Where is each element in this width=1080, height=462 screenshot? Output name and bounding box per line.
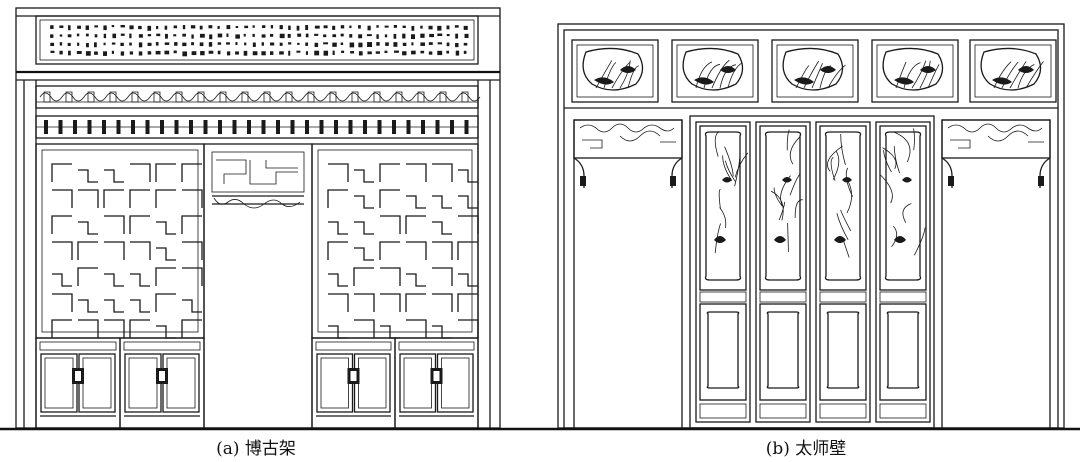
cabinets [35, 337, 479, 429]
lattice-left [35, 143, 205, 339]
lattice-right [311, 143, 479, 339]
caption-taishi-wall: (b) 太师壁 [765, 439, 847, 459]
taishi-wall-drawing [557, 23, 1065, 429]
doorway-opening [203, 143, 313, 429]
screen-doors [695, 121, 931, 423]
caption-bogu-shelf: (a) 博古架 [216, 439, 296, 459]
bogu-shelf-drawing [15, 7, 501, 429]
side-opening-left [573, 119, 683, 428]
top-painted-panels [571, 39, 1057, 103]
carved-frieze [35, 85, 481, 139]
side-opening-right [941, 119, 1051, 428]
calligraphy-plaque [35, 15, 479, 65]
